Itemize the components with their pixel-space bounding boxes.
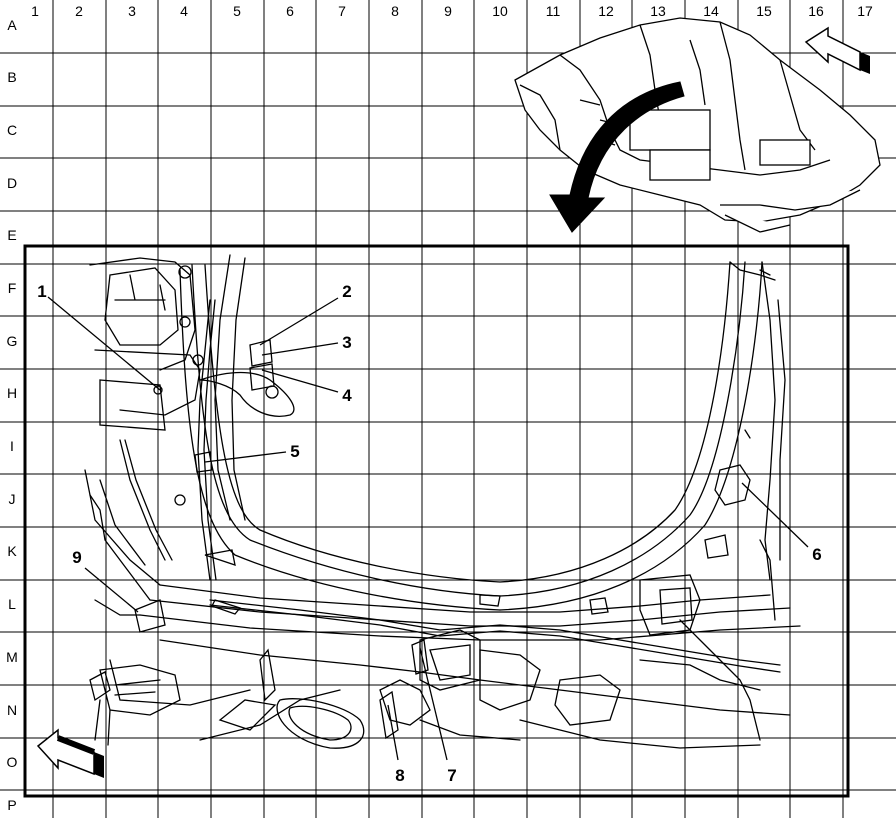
row-label: I bbox=[10, 438, 14, 454]
row-label: O bbox=[7, 754, 18, 770]
column-label: 15 bbox=[756, 3, 772, 19]
column-label: 5 bbox=[233, 3, 241, 19]
curved-arrow-icon bbox=[549, 81, 685, 233]
column-label: 7 bbox=[338, 3, 346, 19]
row-label: C bbox=[7, 122, 17, 138]
side-body-opening bbox=[84, 254, 801, 749]
callout-8: 8 bbox=[395, 766, 404, 785]
column-label: 4 bbox=[180, 3, 188, 19]
column-label: 8 bbox=[391, 3, 399, 19]
callout-9: 9 bbox=[72, 548, 81, 567]
row-label: D bbox=[7, 175, 17, 191]
callout-7: 7 bbox=[447, 766, 456, 785]
callout-labels: 1 2 3 4 5 6 7 8 9 bbox=[37, 282, 821, 785]
column-label: 1 bbox=[31, 3, 39, 19]
column-label: 9 bbox=[444, 3, 452, 19]
row-label: H bbox=[7, 385, 17, 401]
direction-arrow-icon bbox=[36, 728, 104, 778]
column-label: 14 bbox=[703, 3, 719, 19]
callout-6: 6 bbox=[812, 545, 821, 564]
detail-view-frame bbox=[23, 244, 850, 798]
column-label: 12 bbox=[598, 3, 614, 19]
column-label: 10 bbox=[492, 3, 508, 19]
callout-5: 5 bbox=[290, 442, 299, 461]
column-label: 11 bbox=[546, 3, 561, 19]
column-labels: 1 2 3 4 5 6 7 8 9 10 11 12 13 14 15 16 1… bbox=[31, 3, 873, 19]
direction-arrow-icon bbox=[804, 26, 870, 74]
callout-2: 2 bbox=[342, 282, 351, 301]
row-label: B bbox=[7, 69, 16, 85]
row-label: P bbox=[7, 797, 16, 813]
column-label: 13 bbox=[650, 3, 666, 19]
row-labels: A B C D E F G H I J K L M N O P bbox=[6, 17, 18, 813]
column-label: 6 bbox=[286, 3, 294, 19]
callout-1: 1 bbox=[37, 282, 46, 301]
row-label: N bbox=[7, 702, 17, 718]
row-label: A bbox=[7, 17, 17, 33]
column-label: 17 bbox=[857, 3, 873, 19]
row-label: G bbox=[7, 333, 18, 349]
row-label: F bbox=[8, 280, 17, 296]
vehicle-overview bbox=[514, 17, 881, 233]
callout-4: 4 bbox=[342, 386, 352, 405]
row-label: K bbox=[7, 543, 17, 559]
column-label: 2 bbox=[75, 3, 83, 19]
row-label: E bbox=[7, 227, 16, 243]
row-label: M bbox=[6, 649, 18, 665]
callout-3: 3 bbox=[342, 333, 351, 352]
row-label: J bbox=[9, 491, 16, 507]
row-label: L bbox=[8, 596, 16, 612]
column-label: 16 bbox=[808, 3, 824, 19]
leader-lines bbox=[47, 296, 809, 761]
column-label: 3 bbox=[128, 3, 136, 19]
